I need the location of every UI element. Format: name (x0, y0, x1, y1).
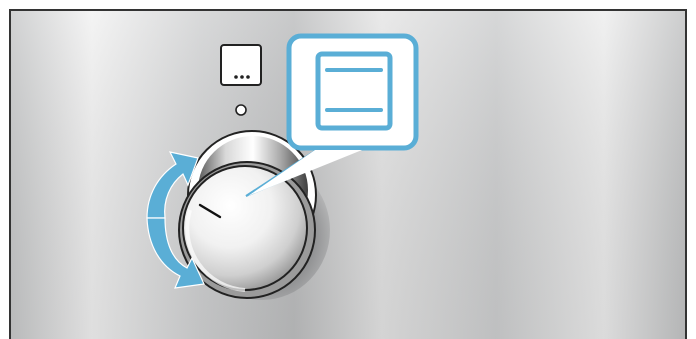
dots-square-icon (221, 45, 261, 85)
circle-indicator (236, 105, 246, 115)
top-bottom-heat-icon (318, 54, 390, 128)
